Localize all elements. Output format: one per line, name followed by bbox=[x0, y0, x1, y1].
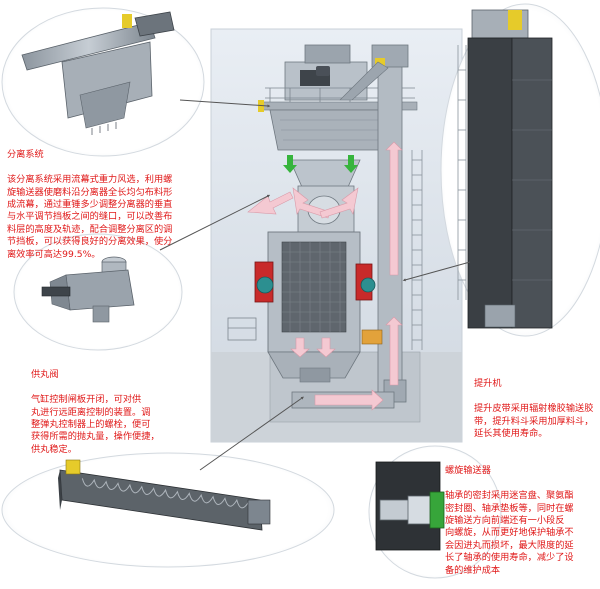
drive-motor bbox=[361, 329, 383, 345]
elevator-model bbox=[457, 9, 553, 329]
elevator-detail bbox=[402, 3, 600, 337]
screw-callout: 螺旋输送器 轴承的密封采用迷宫盘、聚氨酯 密封圈、轴承垫板等，同时在螺 旋输送方… bbox=[445, 453, 599, 589]
green-flow-arrows bbox=[283, 155, 358, 173]
screw-detail bbox=[1, 396, 335, 568]
valve-callout: 供丸阀 气缸控制闸板开闭，可对供 丸进行远距离控制的装置。调 整弹丸控制器上的螺… bbox=[31, 357, 206, 469]
separator-callout: 分离系统 该分离系统采用流幕式重力风选，利用螺 旋输送器使磨料沿分离器全长均匀布… bbox=[7, 137, 192, 273]
screw-pointer bbox=[199, 396, 304, 471]
feed-valve-detail bbox=[13, 194, 271, 351]
valve-description: 气缸控制闸板开闭，可对供 丸进行远距离控制的装置。调 整弹丸控制器上的螺栓，便可… bbox=[31, 394, 160, 455]
valve-pointer bbox=[159, 194, 271, 251]
elevator-callout: 提升机 提升皮带采用辐射橡胶输送胶 带，提升料斗采用加厚料斗， 延长其使用寿命。 bbox=[474, 366, 599, 453]
elevator-pointer bbox=[402, 261, 471, 282]
separator-description: 该分离系统采用流幕式重力风选，利用螺 旋输送器使磨料沿分离器全长均匀布料形 成流… bbox=[7, 174, 173, 260]
separator-title: 分离系统 bbox=[7, 149, 44, 161]
side-rail-left bbox=[227, 317, 257, 341]
elevator-description: 提升皮带采用辐射橡胶输送胶 带，提升料斗采用加厚料斗， 延长其使用寿命。 bbox=[474, 403, 594, 440]
main-machine bbox=[210, 28, 463, 443]
separator-hood bbox=[258, 44, 418, 151]
separator-pointer bbox=[179, 99, 271, 108]
screw-title: 螺旋输送器 bbox=[445, 465, 491, 477]
bearing-detail bbox=[368, 445, 502, 579]
bearing-model bbox=[375, 461, 445, 551]
separator-detail bbox=[1, 7, 271, 157]
screw-model bbox=[58, 459, 271, 531]
valve-title: 供丸阀 bbox=[31, 369, 59, 381]
screw-description: 轴承的密封采用迷宫盘、聚氨酯 密封圈、轴承垫板等，同时在螺 旋输送方向前端还有一… bbox=[445, 490, 574, 576]
elevator-title: 提升机 bbox=[474, 378, 502, 390]
blast-chamber bbox=[254, 231, 376, 353]
separator-model bbox=[21, 11, 175, 135]
abrasive-flow-arrows bbox=[247, 141, 403, 411]
feed-valve-model bbox=[41, 256, 135, 323]
